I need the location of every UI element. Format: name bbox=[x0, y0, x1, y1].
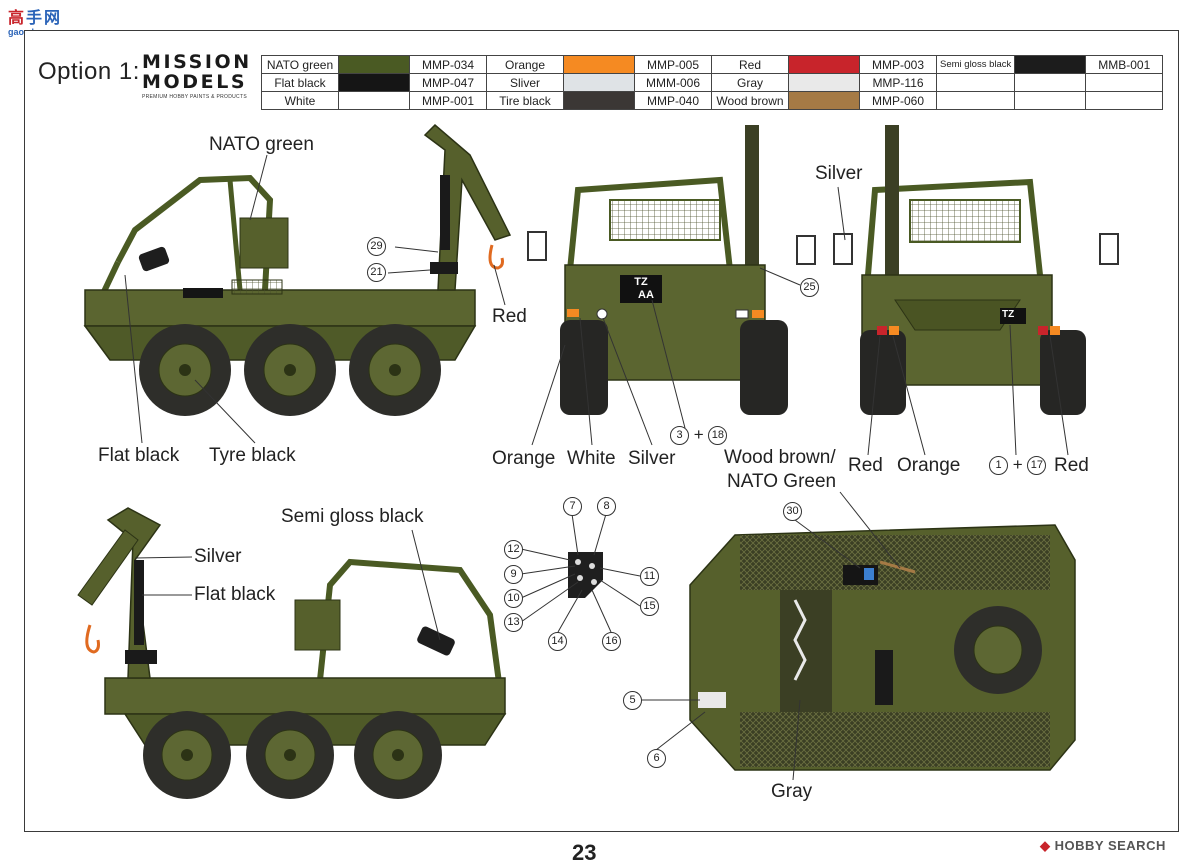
paint-name: White bbox=[261, 91, 339, 110]
watermark-logo: 高 手 网 bbox=[6, 6, 68, 32]
front-plate-line1: TZ bbox=[634, 276, 648, 288]
callout-red-rear-left: Red bbox=[848, 455, 883, 476]
paint-swatch bbox=[563, 55, 635, 74]
paint-name: Wood brown bbox=[711, 91, 789, 110]
side-view-right bbox=[77, 507, 507, 799]
callout-silver-crane: Silver bbox=[194, 546, 242, 567]
svg-text:网: 网 bbox=[44, 8, 60, 27]
paint-code: MMB-001 bbox=[1085, 55, 1164, 74]
paint-code: MMP-047 bbox=[409, 73, 487, 92]
top-view bbox=[689, 524, 1076, 771]
paint-code: MMP-040 bbox=[634, 91, 712, 110]
brand-line-1: MISSION bbox=[142, 51, 252, 73]
front-plate: TZ AA bbox=[624, 276, 658, 302]
callout-silver-front: Silver bbox=[628, 448, 676, 469]
callout-orange-rear: Orange bbox=[897, 455, 961, 476]
paint-name: Tire black bbox=[486, 91, 564, 110]
brand-line-2: MODELS bbox=[142, 71, 248, 93]
callout-red-crane: Red bbox=[492, 306, 527, 327]
paint-code: MMP-003 bbox=[859, 55, 937, 74]
paint-swatch bbox=[788, 55, 860, 74]
callout-nato-green: NATO green bbox=[209, 134, 314, 155]
svg-text:高: 高 bbox=[8, 8, 24, 27]
callout-flat-black: Flat black bbox=[98, 445, 180, 466]
decal-number-6: 6 bbox=[647, 749, 666, 768]
decal-combo-1-17: 1 + 17 bbox=[989, 455, 1047, 476]
decal-number-13: 13 bbox=[504, 613, 523, 632]
callout-red-rear-right: Red bbox=[1054, 455, 1089, 476]
front-view bbox=[527, 125, 816, 415]
page-number: 23 bbox=[572, 840, 597, 865]
decal-number-30: 30 bbox=[783, 502, 802, 521]
decal-number-8: 8 bbox=[597, 497, 616, 516]
plus-sign: + bbox=[693, 425, 704, 444]
decal-number-5: 5 bbox=[623, 691, 642, 710]
paint-code: MMP-005 bbox=[634, 55, 712, 74]
callout-orange-front: Orange bbox=[492, 448, 556, 469]
paint-name: Gray bbox=[711, 73, 789, 92]
callout-tyre-black: Tyre black bbox=[209, 445, 296, 466]
decal-number-1: 1 bbox=[989, 456, 1008, 476]
paint-swatch bbox=[338, 55, 410, 74]
rear-view bbox=[833, 125, 1119, 415]
decal-combo-3-18: 3 + 18 bbox=[670, 425, 728, 446]
paint-swatch bbox=[563, 91, 635, 110]
paint-code bbox=[1085, 91, 1164, 110]
paint-name: NATO green bbox=[261, 55, 339, 74]
decal-number-14: 14 bbox=[548, 632, 567, 651]
paint-swatch bbox=[338, 91, 410, 110]
rear-plate: TZ bbox=[1002, 309, 1015, 320]
paint-swatch bbox=[788, 91, 860, 110]
callout-silver-mirror: Silver bbox=[815, 163, 863, 184]
paint-code: MMP-001 bbox=[409, 91, 487, 110]
leader-lines bbox=[124, 154, 1069, 781]
hobbysearch-text: HOBBY SEARCH bbox=[1054, 838, 1166, 853]
svg-text:手: 手 bbox=[26, 8, 42, 27]
decal-number-12: 12 bbox=[504, 540, 523, 559]
plus-sign: + bbox=[1012, 455, 1023, 474]
decal-number-10: 10 bbox=[504, 589, 523, 608]
callout-semi-gloss-black: Semi gloss black bbox=[281, 506, 424, 527]
paint-swatch bbox=[338, 73, 410, 92]
brand-logo: MISSION MODELS PREMIUM HOBBY PAINTS & PR… bbox=[142, 52, 262, 100]
decal-number-17: 17 bbox=[1027, 456, 1047, 476]
decal-number-15: 15 bbox=[640, 597, 659, 616]
paint-name: Flat black bbox=[261, 73, 339, 92]
decal-number-25: 25 bbox=[800, 278, 819, 297]
decal-number-21: 21 bbox=[367, 263, 386, 282]
paint-code: MMP-116 bbox=[859, 73, 937, 92]
paint-name bbox=[935, 91, 1016, 110]
decal-number-29: 29 bbox=[367, 237, 386, 256]
front-plate-line2: AA bbox=[638, 289, 654, 301]
dashboard-detail bbox=[568, 552, 603, 598]
decal-number-16: 16 bbox=[602, 632, 621, 651]
decal-number-11: 11 bbox=[640, 567, 659, 586]
option-title: Option 1: bbox=[38, 58, 140, 85]
decal-number-9: 9 bbox=[504, 565, 523, 584]
callout-flat-black-crane: Flat black bbox=[194, 584, 276, 605]
callout-white-front: White bbox=[567, 448, 616, 469]
callout-wood-brown: Wood brown/ bbox=[724, 447, 836, 468]
brand-tagline: PREMIUM HOBBY PAINTS & PRODUCTS bbox=[142, 94, 247, 100]
hobbysearch-icon: ◆ bbox=[1040, 838, 1051, 853]
decal-number-7: 7 bbox=[563, 497, 582, 516]
decal-number-18: 18 bbox=[708, 426, 728, 446]
callout-gray: Gray bbox=[771, 781, 813, 802]
side-view-left bbox=[83, 123, 512, 416]
hobbysearch-watermark: ◆ HOBBY SEARCH bbox=[1040, 838, 1166, 854]
callout-nato-green-2: NATO Green bbox=[727, 471, 837, 492]
decal-number-3: 3 bbox=[670, 426, 689, 446]
